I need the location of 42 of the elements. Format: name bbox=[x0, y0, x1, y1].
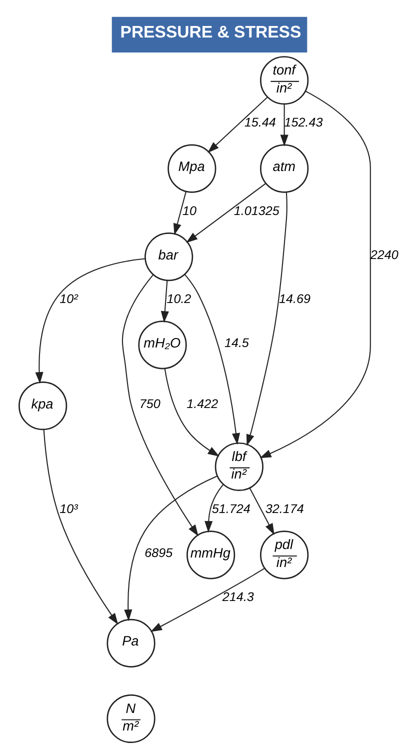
arrow bbox=[122, 274, 198, 536]
edge-label: 10² bbox=[60, 292, 78, 306]
edge-label: 6895 bbox=[144, 546, 173, 560]
arrow bbox=[204, 484, 224, 533]
arrow bbox=[160, 280, 169, 323]
arrow bbox=[246, 192, 288, 446]
edge-label: 1.01325 bbox=[234, 204, 280, 218]
arrow bbox=[186, 183, 266, 243]
node-circle: mmHg bbox=[186, 530, 236, 580]
edge-label: 10³ bbox=[60, 502, 78, 516]
edge-label: 214.3 bbox=[222, 590, 254, 604]
diagram-title: PRESSURE & STRESS bbox=[120, 22, 302, 42]
arrow bbox=[249, 488, 274, 536]
node-circle: kpa bbox=[18, 382, 68, 430]
arrow bbox=[173, 192, 186, 236]
arrow bbox=[150, 568, 265, 632]
node-circle: atm bbox=[260, 144, 309, 193]
node-circle: pdl in² bbox=[260, 530, 309, 580]
node-circle: N m² bbox=[106, 694, 156, 744]
node-circle: mH₂O bbox=[138, 320, 187, 370]
arrow bbox=[35, 258, 145, 384]
node-circle: lbf in² bbox=[214, 442, 264, 492]
node-circle: tonf in² bbox=[260, 56, 309, 105]
arrow bbox=[208, 96, 268, 153]
edge-label: 14.5 bbox=[224, 336, 249, 350]
edge-label: 15.44 bbox=[244, 116, 276, 130]
arrow bbox=[124, 476, 218, 622]
arrow bbox=[164, 368, 220, 456]
edge-label: 51.724 bbox=[212, 502, 250, 516]
edge-label: 10 bbox=[182, 204, 196, 218]
node-circle: Pa bbox=[106, 618, 156, 668]
edge-label: 32.174 bbox=[265, 502, 304, 516]
arrow bbox=[280, 104, 288, 146]
arrow bbox=[260, 90, 371, 458]
node-circle: Mpa bbox=[168, 144, 216, 193]
node-circle: bar bbox=[144, 232, 194, 282]
edge-label: 10.2 bbox=[166, 292, 192, 306]
edge-label: 750 bbox=[139, 397, 160, 412]
arrow bbox=[43, 430, 118, 625]
edge-label: 14.69 bbox=[279, 292, 311, 306]
edge-label: 1.422 bbox=[186, 397, 218, 412]
arrow bbox=[184, 274, 240, 445]
